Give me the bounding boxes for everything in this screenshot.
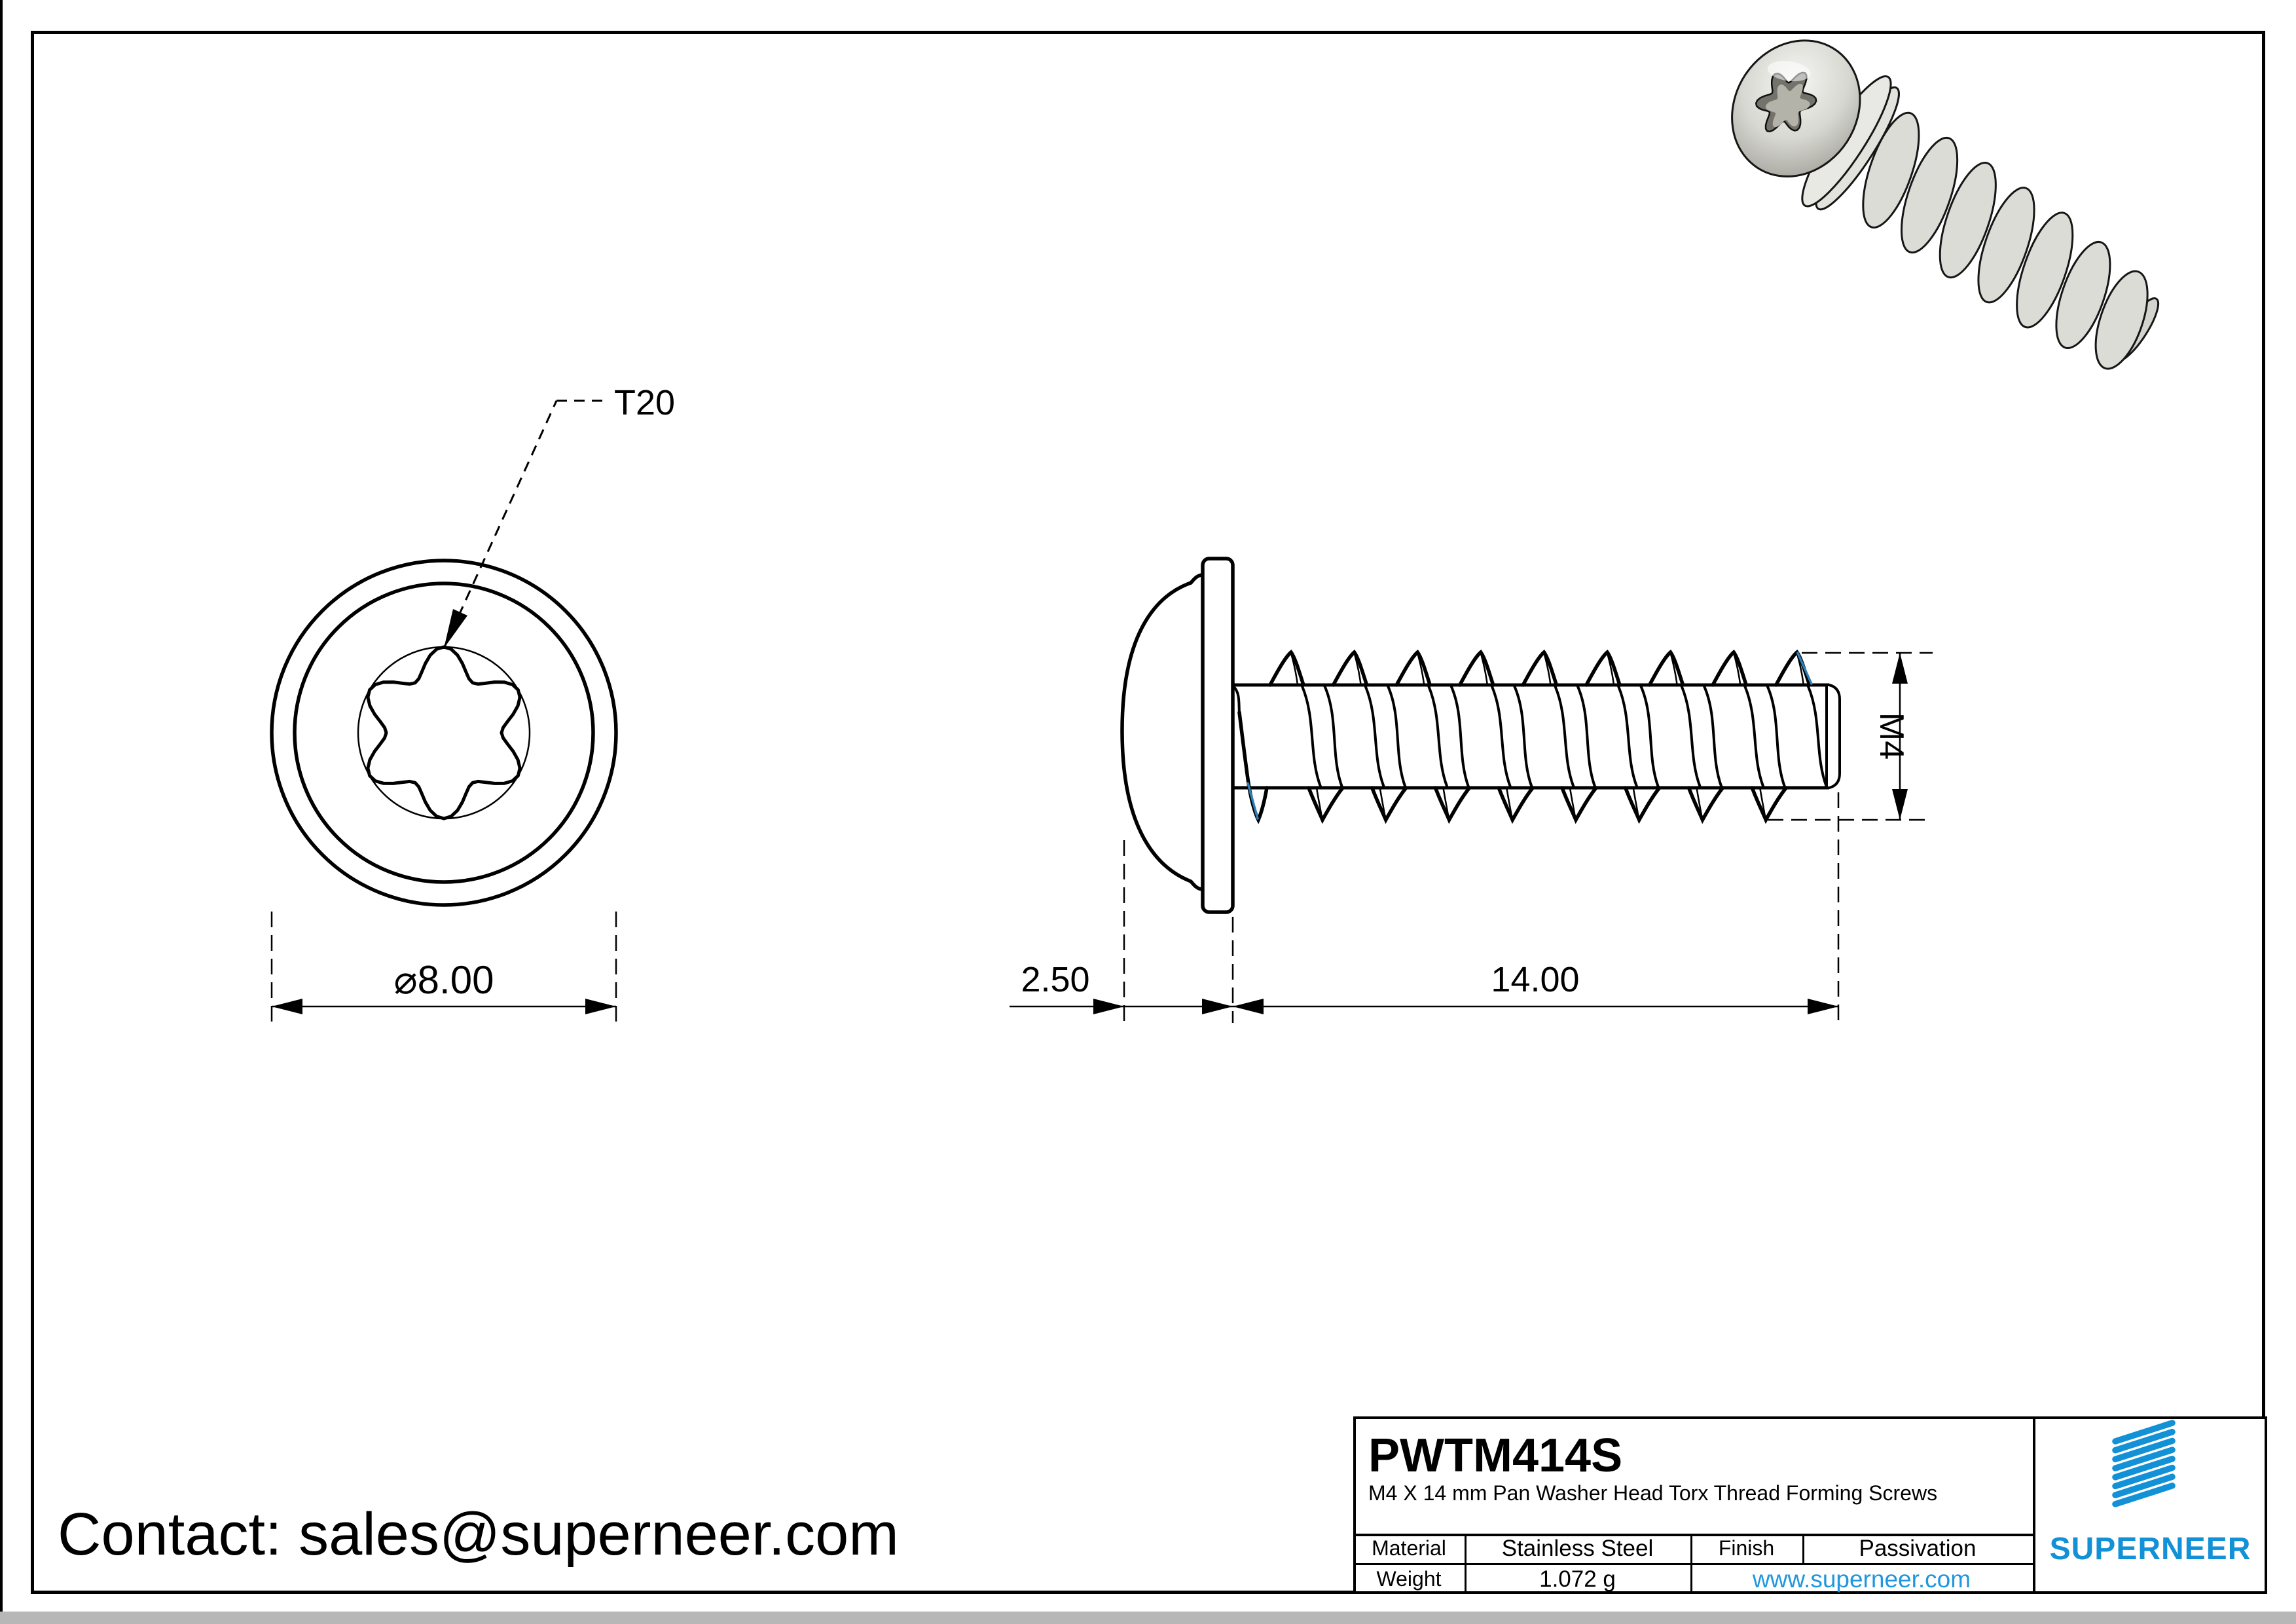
weight-value: 1.072 g [1539,1566,1616,1592]
contact-line: Contact: sales@superneer.com [58,1500,899,1568]
washer-flange [1201,557,1235,914]
diameter-dimension: ⌀8.00 [270,912,617,1023]
length-dimensions: 2.50 14.00 [1010,792,1840,1023]
part-description: M4 X 14 mm Pan Washer Head Torx Thread F… [1368,1481,1938,1505]
title-block-divider [1465,1534,1467,1594]
material-label: Material [1372,1536,1446,1560]
title-block-divider [2033,1416,2035,1594]
brand-name: SUPERNEER [2049,1531,2251,1566]
head-height-label: 2.50 [1021,960,1089,999]
material-value: Stainless Steel [1501,1535,1654,1561]
torx-size-label: T20 [614,383,675,422]
finish-label: Finish [1718,1536,1775,1560]
thread-size-label: M4 [1872,712,1910,760]
screw-tip [1827,684,1841,789]
finish-value: Passivation [1859,1535,1977,1561]
torx-leader: T20 [443,383,675,649]
title-block-divider [1353,1534,2035,1536]
title-block-divider [1353,1563,2035,1565]
website-link[interactable]: www.superneer.com [1752,1565,1971,1593]
window-bottom-edge [0,1612,2296,1624]
torx-recess-outline [366,645,522,821]
superneer-logo-icon [2112,1420,2176,1507]
diameter-label: ⌀8.00 [394,958,494,1002]
screw-3d-render [1731,39,2160,370]
weight-label: Weight [1376,1567,1442,1591]
title-block-divider [1690,1534,1692,1594]
side-view: M4 2.50 14.00 [1010,557,1933,1023]
window-left-edge [0,0,3,1624]
length-label: 14.00 [1491,960,1579,999]
title-block-divider [1802,1534,1804,1565]
thread-profile [1232,649,1828,824]
part-number: PWTM414S [1368,1430,1623,1482]
thread-size-dimension: M4 [1768,652,1933,821]
front-view: T20 ⌀8.00 [270,383,675,1023]
pan-head-dome [1120,573,1203,891]
